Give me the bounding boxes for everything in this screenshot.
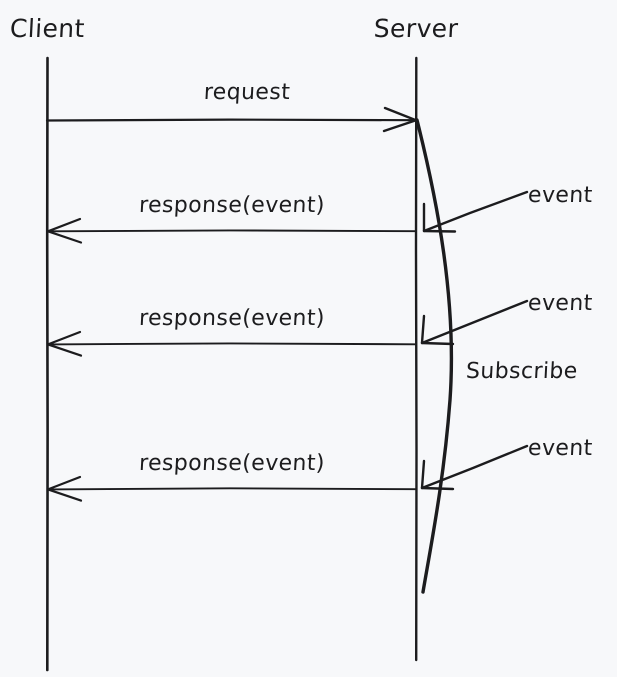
message-arrow-response-2: [46, 330, 417, 357]
annotation-label-event-2: event: [527, 291, 594, 316]
participant-label-server: Server: [373, 14, 459, 43]
message-label-request: request: [203, 80, 291, 105]
participant-label-client: Client: [9, 14, 86, 43]
message-label-response-2: response(event): [138, 306, 326, 331]
message-label-response-3: response(event): [138, 451, 326, 476]
lifeline-server: [414, 56, 418, 662]
message-arrow-request: [45, 106, 418, 133]
message-arrow-response-3: [46, 475, 417, 502]
annotation-leader-event-1: [422, 190, 529, 233]
annotation-leader-event-3: [420, 444, 529, 491]
subscribe-activation-curve: [415, 118, 454, 594]
message-label-response-1: response(event): [138, 193, 326, 218]
message-arrow-response-1: [46, 217, 417, 244]
note-label-subscribe: Subscribe: [465, 359, 579, 384]
annotation-label-event-1: event: [527, 183, 594, 208]
annotation-label-event-3: event: [527, 436, 594, 461]
annotation-leader-event-2: [420, 299, 529, 346]
